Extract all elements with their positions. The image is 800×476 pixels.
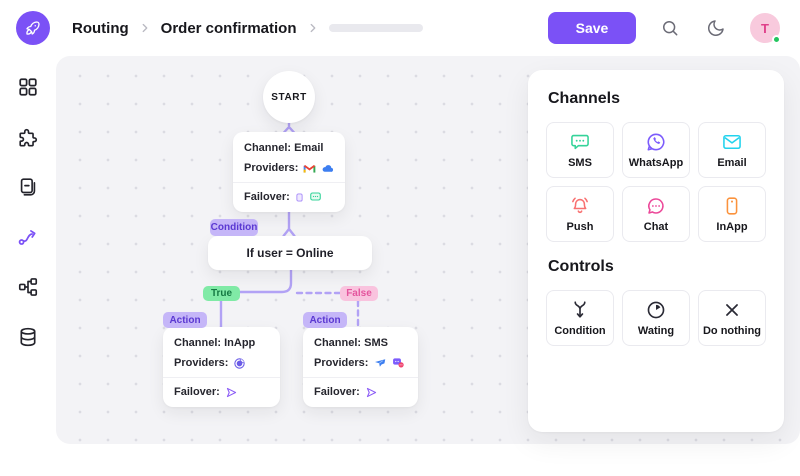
channel-card-email[interactable]: Email <box>698 122 766 178</box>
sidebar-item-workflows[interactable] <box>10 269 46 305</box>
channel-card-label: SMS <box>568 157 592 169</box>
condition-expression: If user = Online <box>246 246 334 260</box>
outlook-cloud-icon <box>321 162 335 174</box>
false-branch-badge: False <box>340 286 378 301</box>
messagebird-icon <box>373 357 387 369</box>
email-envelope-icon <box>721 131 743 153</box>
inapp-phone-icon <box>721 195 743 217</box>
moon-icon <box>706 18 726 38</box>
avatar-initial: T <box>761 20 769 36</box>
data-store-icon <box>17 326 39 348</box>
whatsapp-icon <box>645 131 667 153</box>
control-card-condition[interactable]: Condition <box>546 290 614 346</box>
waiting-clock-icon <box>645 299 667 321</box>
node-failover-label: Failover: <box>174 386 220 398</box>
controls-heading: Controls <box>548 258 614 275</box>
node-channel-label: Channel: SMS <box>314 337 388 349</box>
search-button[interactable] <box>658 16 682 40</box>
templates-pages-icon <box>17 176 39 198</box>
flow-canvas[interactable]: START Channel: Email Providers: <box>56 56 800 444</box>
top-bar: Routing Order confirmation Save <box>0 0 800 56</box>
channel-card-inapp[interactable]: InApp <box>698 186 766 242</box>
channel-card-label: Push <box>566 221 594 233</box>
header-actions: Save T <box>548 12 781 44</box>
onesignal-icon <box>233 357 246 370</box>
channel-card-whatsapp[interactable]: WhatsApp <box>622 122 690 178</box>
sidebar-item-integrations[interactable] <box>10 119 46 155</box>
breadcrumb: Routing Order confirmation <box>72 20 423 37</box>
chat-bubble-icon <box>645 195 667 217</box>
channel-card-label: InApp <box>716 221 748 233</box>
push-bell-icon <box>569 195 591 217</box>
node-failover-label: Failover: <box>314 386 360 398</box>
control-card-label: Wating <box>637 325 675 337</box>
action-badge-label: Action <box>169 314 201 326</box>
action-badge-label: Action <box>309 314 341 326</box>
channels-grid: SMS WhatsApp <box>546 122 766 242</box>
action-badge: Action <box>303 312 347 328</box>
chat-provider-icon <box>392 357 405 369</box>
routing-flow-icon <box>17 226 39 248</box>
node-providers-label: Providers: <box>314 357 369 369</box>
sms-bubble-icon <box>309 191 322 203</box>
action-badge: Action <box>163 312 207 328</box>
flow-node-email[interactable]: Channel: Email Providers: <box>233 132 345 212</box>
channel-card-sms[interactable]: SMS <box>546 122 614 178</box>
control-card-label: Condition <box>554 325 606 337</box>
integrations-puzzle-icon <box>17 126 39 148</box>
workflow-tree-icon <box>17 276 39 298</box>
node-failover-label: Failover: <box>244 191 290 203</box>
app-logo[interactable] <box>16 11 50 45</box>
node-providers-label: Providers: <box>244 162 299 174</box>
start-label: START <box>271 91 307 103</box>
search-icon <box>660 18 680 38</box>
sms-bubble-icon <box>569 131 591 153</box>
control-card-label: Do nothing <box>702 325 762 337</box>
sidebar-item-templates[interactable] <box>10 169 46 205</box>
inapp-phone-icon <box>295 191 304 204</box>
channel-card-chat[interactable]: Chat <box>622 186 690 242</box>
breadcrumb-skeleton <box>328 24 423 32</box>
gmail-icon <box>303 163 316 174</box>
sidebar-item-data[interactable] <box>10 319 46 355</box>
condition-branch-icon <box>569 299 591 321</box>
breadcrumb-page[interactable]: Order confirmation <box>160 19 297 37</box>
node-channel-label: Channel: InApp <box>174 337 256 349</box>
false-badge-label: False <box>346 288 372 299</box>
channel-card-label: Email <box>717 157 747 169</box>
breadcrumb-section[interactable]: Routing <box>72 19 129 37</box>
save-button[interactable]: Save <box>548 12 636 44</box>
condition-badge: Condition <box>210 219 258 236</box>
channel-card-label: WhatsApp <box>628 157 684 169</box>
condition-badge-label: Condition <box>210 222 258 233</box>
do-nothing-x-icon <box>721 299 743 321</box>
true-branch-badge: True <box>203 286 240 301</box>
flow-node-condition[interactable]: If user = Online <box>208 236 372 270</box>
chevron-right-icon <box>138 21 152 35</box>
chevron-right-icon <box>306 21 320 35</box>
control-card-do-nothing[interactable]: Do nothing <box>698 290 766 346</box>
rocket-icon <box>24 19 42 37</box>
send-plane-icon <box>365 386 378 399</box>
online-status-dot <box>772 35 781 44</box>
channels-heading: Channels <box>548 90 621 107</box>
dashboard-grid-icon <box>17 76 39 98</box>
send-plane-icon <box>225 386 238 399</box>
true-badge-label: True <box>210 288 233 299</box>
start-node[interactable]: START <box>263 71 315 123</box>
sidebar <box>0 56 56 476</box>
user-avatar[interactable]: T <box>750 13 781 44</box>
dark-mode-toggle[interactable] <box>704 16 728 40</box>
node-providers-label: Providers: <box>174 357 229 369</box>
controls-grid: Condition Wating <box>546 290 766 346</box>
flow-node-sms[interactable]: Channel: SMS Providers: <box>303 327 418 407</box>
channel-card-label: Chat <box>643 221 669 233</box>
components-panel: Channels SMS <box>528 70 784 432</box>
flow-node-inapp[interactable]: Channel: InApp Providers: Failover: <box>163 327 280 407</box>
node-channel-label: Channel: Email <box>244 142 324 154</box>
sidebar-item-routing[interactable] <box>10 219 46 255</box>
sidebar-item-dashboard[interactable] <box>10 69 46 105</box>
control-card-waiting[interactable]: Wating <box>622 290 690 346</box>
channel-card-push[interactable]: Push <box>546 186 614 242</box>
